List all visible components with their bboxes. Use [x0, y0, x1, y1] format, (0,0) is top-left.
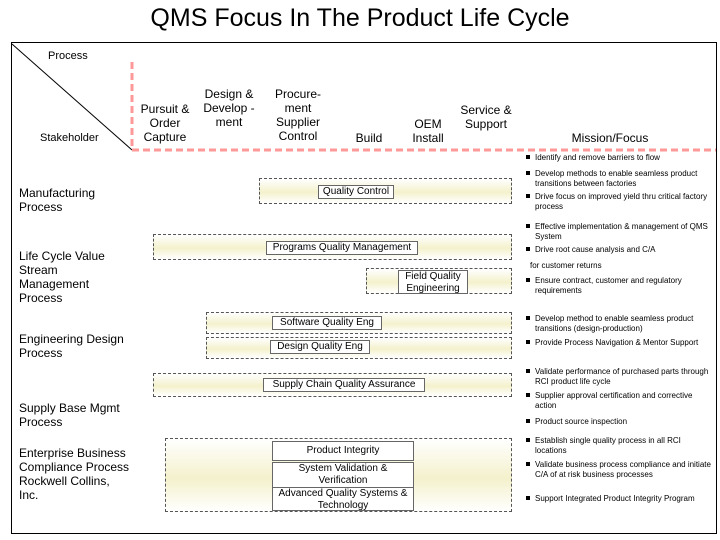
- bar-label-system-validation: System Validation & Verification: [272, 462, 414, 488]
- bullet-square-icon: [526, 224, 530, 228]
- bullet-square-icon: [526, 194, 530, 198]
- mission-bullet: Develop method to enable seamless produc…: [526, 314, 714, 334]
- row-label-manufacturing: Manufacturing Process: [19, 186, 96, 214]
- bar-label-supply-chain: Supply Chain Quality Assurance: [263, 378, 425, 392]
- column-header-mission: Mission/Focus: [571, 131, 649, 145]
- column-header-build: Build: [355, 131, 383, 145]
- corner-diagonal: [11, 43, 133, 151]
- bullet-square-icon: [526, 316, 530, 320]
- row-label-enterprise: Enterprise Business Compliance Process R…: [19, 446, 130, 502]
- bar-label-quality-control: Quality Control: [318, 185, 394, 199]
- mission-bullet: Establish single quality process in all …: [526, 436, 714, 456]
- column-header-procurement: Procure- ment Supplier Control: [274, 87, 321, 143]
- column-header-design: Design & Develop -ment: [203, 87, 255, 129]
- mission-note: for customer returns: [530, 261, 602, 270]
- corner-stakeholder-label: Stakeholder: [40, 132, 99, 144]
- mission-bullet: Effective implementation & management of…: [526, 222, 714, 242]
- mission-bullet: Develop methods to enable seamless produ…: [526, 169, 714, 189]
- mission-bullet: Validate performance of purchased parts …: [526, 367, 714, 387]
- mission-bullet: Provide Process Navigation & Mentor Supp…: [526, 338, 714, 348]
- corner-process-label: Process: [48, 50, 88, 62]
- bullet-square-icon: [526, 369, 530, 373]
- column-header-oem: OEM Install: [412, 117, 444, 145]
- mission-bullet: Drive focus on improved yield thru criti…: [526, 192, 714, 212]
- mission-bullet: Drive root cause analysis and C/A: [526, 245, 714, 255]
- bullet-square-icon: [526, 462, 530, 466]
- mission-bullet: Validate business process compliance and…: [526, 460, 714, 480]
- bullet-square-icon: [526, 496, 530, 500]
- bullet-square-icon: [526, 247, 530, 251]
- column-header-pursuit: Pursuit & Order Capture: [140, 102, 190, 144]
- bar-label-product-integrity: Product Integrity: [272, 441, 414, 461]
- mission-bullet: Supplier approval certification and corr…: [526, 391, 714, 411]
- column-header-service: Service & Support: [460, 103, 512, 131]
- row-label-engineering: Engineering Design Process: [19, 332, 124, 360]
- mission-bullet: Identify and remove barriers to flow: [526, 153, 714, 163]
- bullet-square-icon: [526, 438, 530, 442]
- bar-label-field-quality: Field Quality Engineering: [398, 270, 468, 294]
- mission-bullet: Product source inspection: [526, 417, 714, 427]
- bullet-square-icon: [526, 419, 530, 423]
- bar-label-design-quality: Design Quality Eng: [270, 340, 370, 354]
- page-title: QMS Focus In The Product Life Cycle: [150, 4, 570, 32]
- row-label-supply-base: Supply Base Mgmt Process: [19, 401, 120, 429]
- diagram-frame: [11, 42, 717, 534]
- bar-label-software-quality: Software Quality Eng: [272, 316, 382, 330]
- row-label-lifecycle: Life Cycle Value Stream Management Proce…: [19, 249, 105, 305]
- bullet-square-icon: [526, 278, 530, 282]
- bullet-square-icon: [526, 393, 530, 397]
- mission-bullet: Ensure contract, customer and regulatory…: [526, 276, 714, 296]
- bullet-square-icon: [526, 340, 530, 344]
- mission-bullet: Support Integrated Product Integrity Pro…: [526, 494, 714, 504]
- bullet-square-icon: [526, 171, 530, 175]
- bar-label-advanced-quality: Advanced Quality Systems & Technology: [272, 487, 414, 511]
- bullet-square-icon: [526, 155, 530, 159]
- bar-label-programs-quality: Programs Quality Management: [266, 241, 418, 255]
